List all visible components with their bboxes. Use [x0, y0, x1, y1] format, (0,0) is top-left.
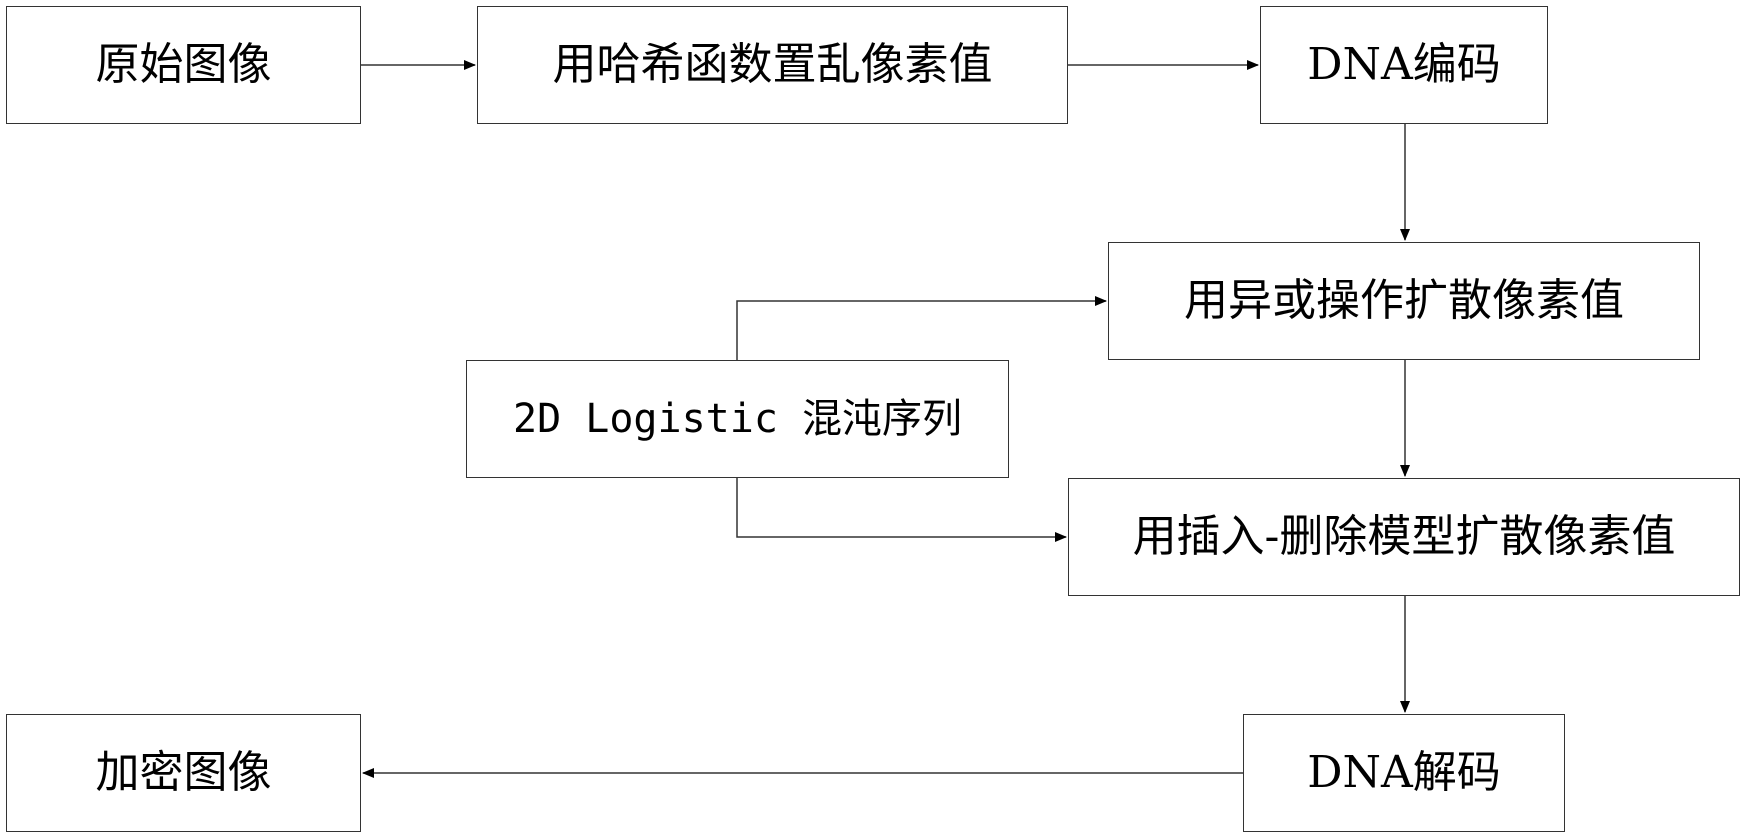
node-label: DNA编码 [1307, 39, 1501, 90]
node-insert-delete-diffuse: 用插入-删除模型扩散像素值 [1068, 478, 1740, 596]
node-label: 用异或操作扩散像素值 [1184, 275, 1624, 326]
node-encrypted-image: 加密图像 [6, 714, 361, 832]
node-xor-diffuse: 用异或操作扩散像素值 [1108, 242, 1700, 360]
node-dna-encode: DNA编码 [1260, 6, 1548, 124]
node-label: 2D Logistic 混沌序列 [513, 396, 962, 442]
arrow-logistic-to-xor [736, 296, 1107, 360]
node-label: 用哈希函数置乱像素值 [552, 39, 993, 90]
node-label: 加密图像 [95, 747, 272, 798]
arrow-logistic-to-insert-delete [736, 478, 1067, 542]
node-label: 原始图像 [95, 39, 272, 90]
node-logistic-sequence: 2D Logistic 混沌序列 [466, 360, 1009, 478]
node-hash-scramble: 用哈希函数置乱像素值 [477, 6, 1068, 124]
node-original-image: 原始图像 [6, 6, 361, 124]
node-label: 用插入-删除模型扩散像素值 [1132, 511, 1676, 562]
node-dna-decode: DNA解码 [1243, 714, 1565, 832]
node-label: DNA解码 [1307, 747, 1501, 798]
